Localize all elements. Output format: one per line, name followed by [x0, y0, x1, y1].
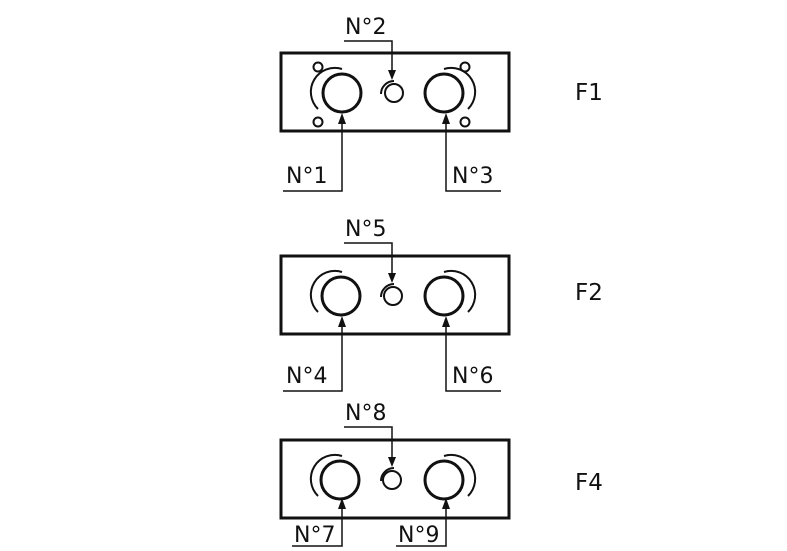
port-f1-center [380, 80, 404, 103]
port-f1-right [423, 66, 477, 114]
port-label-n9: N°9 [398, 523, 439, 548]
row-label-f2: F2 [575, 280, 603, 306]
leader-f4-center: N°8 [344, 401, 396, 467]
mounting-hole-f1-bottom-left [312, 116, 324, 128]
leader-f1-center: N°2 [344, 15, 396, 80]
port-f4-right [423, 453, 477, 501]
port-label-n6: N°6 [452, 364, 493, 389]
port-label-n3: N°3 [452, 164, 493, 189]
port-f2-left [309, 269, 362, 317]
leader-f1-left: N°1 [283, 113, 346, 192]
port-f4-left [309, 453, 361, 501]
row-label-f4: F4 [575, 470, 603, 496]
port-f4-center [380, 467, 402, 490]
port-label-n8: N°8 [345, 401, 386, 426]
port-f1-left [309, 66, 363, 114]
port-label-n2: N°2 [345, 15, 386, 40]
mounting-hole-f1-bottom-right [459, 116, 471, 128]
leader-f1-right: N°3 [442, 113, 501, 192]
mounting-hole-f1-top-left [312, 61, 324, 73]
port-f2-right [423, 269, 477, 317]
leader-f2-center: N°5 [344, 217, 396, 283]
plate-f2: N°5 N°4 N°6 F2 [279, 217, 603, 392]
port-label-n4: N°4 [286, 364, 327, 389]
plate-f1: N°2 N°1 N°3 F1 [279, 15, 603, 192]
port-label-n1: N°1 [286, 164, 327, 189]
port-f2-center [380, 283, 403, 306]
leader-f4-right: N°9 [396, 498, 450, 548]
leader-f2-left: N°4 [283, 316, 346, 392]
plate-f4: N°8 N°7 N°9 F4 [279, 401, 603, 548]
port-label-n7: N°7 [294, 523, 335, 548]
row-label-f1: F1 [575, 80, 603, 106]
leader-f2-right: N°6 [442, 316, 501, 392]
leader-f4-left: N°7 [292, 498, 346, 548]
port-label-n5: N°5 [345, 217, 386, 242]
